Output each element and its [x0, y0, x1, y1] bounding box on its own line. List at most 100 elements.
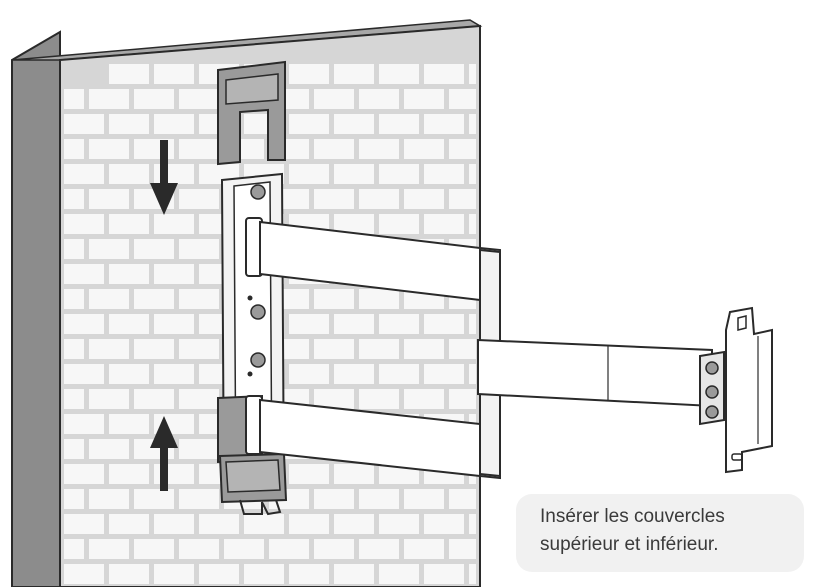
brick [359, 139, 399, 159]
brick [424, 564, 464, 584]
brick [289, 114, 329, 134]
brick [109, 164, 149, 184]
brick [379, 214, 419, 234]
brick [404, 389, 444, 409]
brick [134, 539, 174, 559]
brick [64, 414, 104, 434]
brick [89, 239, 129, 259]
brick [109, 214, 149, 234]
brick [424, 114, 464, 134]
brick [64, 139, 84, 159]
brick [64, 89, 84, 109]
brick [449, 139, 476, 159]
brick [64, 239, 84, 259]
instruction-caption: Insérer les couvercles supérieur et infé… [516, 494, 804, 572]
brick [179, 89, 219, 109]
brick [89, 89, 129, 109]
brick [359, 289, 399, 309]
brick [134, 239, 174, 259]
brick [109, 564, 149, 584]
brick [64, 339, 84, 359]
brick [109, 514, 149, 534]
brick [109, 464, 149, 484]
brick [314, 89, 354, 109]
brick [289, 514, 329, 534]
brick [179, 339, 219, 359]
brick [154, 364, 194, 384]
brick [109, 314, 149, 334]
brick [449, 389, 476, 409]
lower-cover [217, 394, 288, 516]
brick [379, 164, 419, 184]
brick [359, 489, 399, 509]
brick [109, 414, 149, 434]
brick [154, 264, 194, 284]
brick [134, 389, 174, 409]
brick [289, 64, 329, 84]
caption-line-2: supérieur et inférieur. [540, 534, 719, 555]
brick [359, 539, 399, 559]
brick [64, 464, 104, 484]
brick [89, 439, 129, 459]
brick [314, 289, 354, 309]
brick [334, 164, 374, 184]
brick [404, 139, 444, 159]
brick [424, 214, 464, 234]
brick [359, 189, 399, 209]
brick [89, 489, 129, 509]
brick [449, 89, 476, 109]
brick [244, 514, 284, 534]
brick [64, 264, 104, 284]
brick [109, 264, 149, 284]
brick [244, 564, 284, 584]
brick [314, 139, 354, 159]
tilt-head-bracket [699, 306, 773, 474]
brick [404, 489, 444, 509]
brick [289, 564, 329, 584]
brick [89, 189, 129, 209]
upper-cover [217, 60, 286, 166]
brick [404, 339, 444, 359]
brick [89, 139, 129, 159]
brick [379, 314, 419, 334]
brick [64, 189, 84, 209]
brick [64, 514, 104, 534]
brick [449, 339, 476, 359]
brick [359, 339, 399, 359]
brick [449, 539, 476, 559]
wall-side [11, 30, 61, 587]
brick [469, 214, 476, 234]
brick [469, 564, 476, 584]
brick [134, 339, 174, 359]
brick [64, 539, 84, 559]
brick [424, 164, 464, 184]
brick [379, 514, 419, 534]
brick [469, 164, 476, 184]
brick [334, 314, 374, 334]
brick [314, 489, 354, 509]
brick [469, 114, 476, 134]
brick [289, 464, 329, 484]
brick [179, 439, 219, 459]
brick [424, 514, 464, 534]
brick [449, 489, 476, 509]
brick [469, 364, 476, 384]
brick [334, 214, 374, 234]
brick [179, 489, 219, 509]
brick [89, 289, 129, 309]
brick [154, 114, 194, 134]
brick [64, 164, 104, 184]
brick [179, 539, 219, 559]
brick [154, 564, 194, 584]
brick [179, 239, 219, 259]
brick [179, 189, 219, 209]
brick [154, 214, 194, 234]
brick [404, 539, 444, 559]
brick [179, 289, 219, 309]
brick [134, 489, 174, 509]
brick [334, 514, 374, 534]
brick [89, 389, 129, 409]
brick [64, 214, 104, 234]
brick [64, 289, 84, 309]
brick [314, 539, 354, 559]
